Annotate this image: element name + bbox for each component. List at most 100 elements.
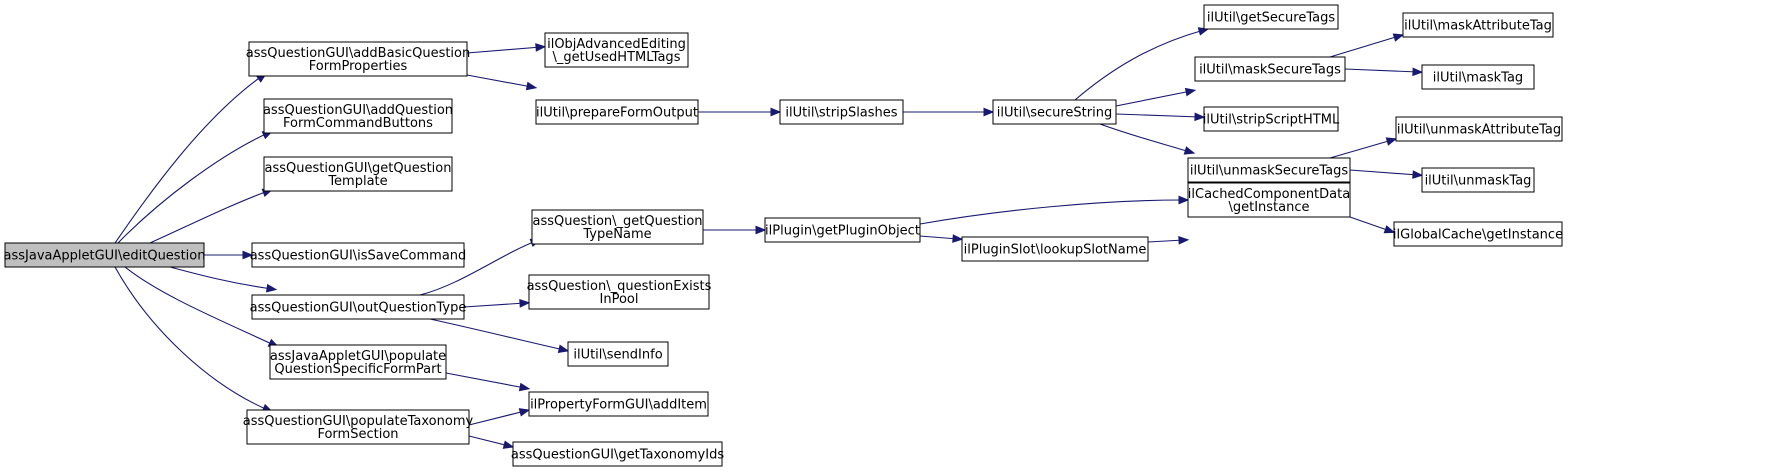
- node-label: FormCommandButtons: [283, 116, 433, 131]
- node-label: QuestionSpecificFormPart: [274, 362, 441, 377]
- arrowhead: [1383, 225, 1396, 234]
- edge-line: [463, 302, 526, 308]
- node-box: [4, 242, 205, 268]
- edge-line: [466, 46, 542, 54]
- graph-node[interactable]: assJavaAppletGUI\populateQuestionSpecifi…: [269, 344, 447, 380]
- graph-node[interactable]: ilUtil\unmaskSecureTags: [1187, 157, 1351, 183]
- arrowhead: [265, 283, 278, 293]
- edge-line: [114, 75, 263, 244]
- node-label: ilCachedComponentData: [1188, 187, 1350, 202]
- edge-line: [1349, 216, 1391, 232]
- arrowhead: [755, 225, 767, 235]
- edge-n17-n23: [1099, 123, 1196, 155]
- graph-node[interactable]: ilCachedComponentData\getInstance: [1187, 182, 1351, 218]
- node-box: [246, 409, 470, 445]
- node-label: Template: [327, 174, 387, 189]
- node-box: [1421, 167, 1535, 193]
- edge-n10-n16: [703, 225, 767, 235]
- arrowhead: [242, 250, 254, 260]
- node-label: ilUtil\maskAttributeTag: [1404, 19, 1552, 34]
- edge-n16-n19: [919, 234, 964, 243]
- node-box: [544, 32, 689, 68]
- edge-n5-n12: [429, 318, 570, 354]
- graph-node[interactable]: ilUtil\maskSecureTags: [1194, 56, 1346, 82]
- graph-node[interactable]: ilUtil\unmaskAttributeTag: [1395, 116, 1563, 142]
- node-box: [251, 242, 465, 268]
- edge-line: [419, 240, 537, 296]
- node-label: ilUtil\getSecureTags: [1207, 11, 1335, 26]
- edge-n21-n26: [1344, 67, 1424, 77]
- arrowhead: [557, 344, 570, 354]
- arrowhead: [518, 408, 531, 417]
- arrowhead: [770, 107, 782, 117]
- edge-line: [429, 318, 565, 351]
- edge-line: [1099, 123, 1191, 153]
- graph-node[interactable]: ilPlugin\getPluginObject: [764, 217, 921, 243]
- graph-node[interactable]: ilUtil\sendInfo: [567, 341, 669, 367]
- graph-node[interactable]: assQuestionGUI\addQuestionFormCommandBut…: [263, 98, 453, 134]
- node-box: [1187, 157, 1351, 183]
- graph-node[interactable]: ilUtil\stripScriptHTML: [1203, 106, 1340, 132]
- arrowhead: [525, 81, 538, 91]
- arrowhead: [1178, 195, 1190, 205]
- node-box: [764, 217, 921, 243]
- node-label: assQuestionGUI\addBasicQuestion: [246, 46, 471, 61]
- graph-node[interactable]: assQuestionGUI\addBasicQuestionFormPrope…: [246, 41, 471, 77]
- node-label: TypeName: [582, 227, 651, 242]
- node-box: [1203, 106, 1339, 132]
- node-label: ilUtil\stripSlashes: [785, 106, 897, 121]
- node-label: \_getUsedHTMLTags: [553, 50, 681, 65]
- edge-line: [1329, 139, 1393, 159]
- edge-line: [466, 74, 533, 88]
- node-box: [1194, 56, 1346, 82]
- graph-node[interactable]: assQuestionGUI\getTaxonomyIds: [511, 441, 724, 467]
- node-label: assQuestionGUI\getQuestion: [265, 161, 452, 176]
- arrowhead: [952, 234, 964, 243]
- node-box: [528, 391, 709, 417]
- node-box: [992, 99, 1117, 125]
- graph-node[interactable]: ilUtil\prepareFormOutput: [535, 99, 699, 125]
- edge-n15-n17: [903, 107, 995, 117]
- graph-node[interactable]: ilPluginSlot\lookupSlotName: [961, 236, 1149, 262]
- edge-n23-n27: [1329, 137, 1398, 159]
- arrowhead: [1178, 235, 1190, 245]
- graph-node[interactable]: ilUtil\stripSlashes: [779, 99, 904, 125]
- edge-line: [468, 435, 510, 447]
- node-label: ilUtil\sendInfo: [573, 348, 662, 363]
- graph-node[interactable]: ilUtil\maskTag: [1421, 64, 1535, 90]
- node-box: [1395, 116, 1563, 142]
- graph-node[interactable]: assQuestionGUI\isSaveCommand: [250, 242, 467, 268]
- arrowhead: [535, 43, 547, 52]
- node-box: [263, 98, 453, 134]
- node-label: assQuestionGUI\outQuestionType: [250, 301, 467, 316]
- nodes-layer: assJavaAppletGUI\editQuestionassQuestion…: [4, 4, 1563, 467]
- edge-line: [919, 199, 1185, 225]
- edge-line: [1349, 169, 1419, 176]
- graph-node[interactable]: ilUtil\getSecureTags: [1203, 4, 1339, 30]
- edge-n1-n9: [466, 74, 538, 91]
- edge-n1-n8: [466, 43, 547, 54]
- graph-node[interactable]: ilPropertyFormGUI\addItem: [528, 391, 709, 417]
- graph-node[interactable]: assQuestionGUI\populateTaxonomyFormSecti…: [243, 409, 474, 445]
- arrowhead: [1197, 27, 1210, 36]
- node-label: assQuestionGUI\populateTaxonomy: [243, 414, 474, 429]
- arrowhead: [983, 107, 995, 117]
- graph-node[interactable]: assQuestionGUI\outQuestionType: [250, 294, 467, 320]
- graph-node[interactable]: ilUtil\unmaskTag: [1421, 167, 1535, 193]
- arrowhead: [1194, 112, 1206, 122]
- graph-node[interactable]: ilUtil\secureString: [992, 99, 1117, 125]
- graph-node[interactable]: ilGlobalCache\getInstance: [1393, 221, 1563, 247]
- edges-layer: [114, 27, 1424, 449]
- node-label: InPool: [600, 292, 639, 307]
- node-label: assQuestionGUI\isSaveCommand: [250, 249, 467, 264]
- node-box: [1402, 12, 1554, 38]
- edge-line: [117, 132, 269, 244]
- edge-n17-n20: [1074, 27, 1210, 101]
- graph-node[interactable]: ilObjAdvancedEditing\_getUsedHTMLTags: [544, 32, 689, 68]
- node-box: [263, 156, 453, 192]
- node-label: assQuestionGUI\addQuestion: [263, 103, 453, 118]
- graph-node[interactable]: ilUtil\maskAttributeTag: [1402, 12, 1554, 38]
